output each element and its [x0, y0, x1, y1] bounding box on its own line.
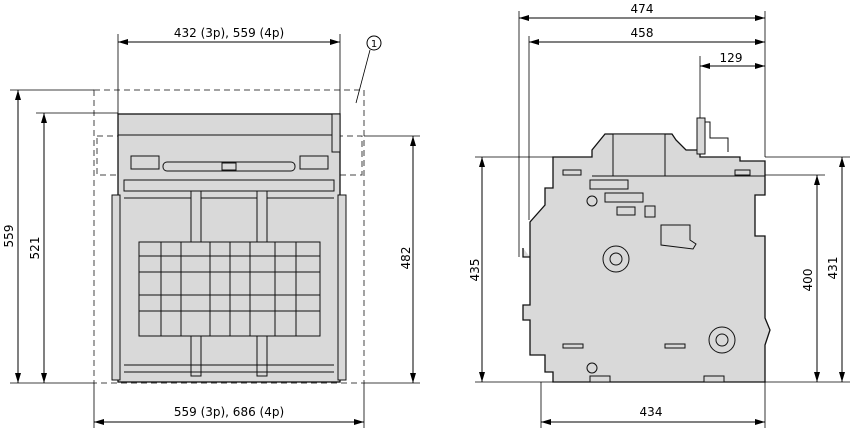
dim-label-top-width: 432 (3p), 559 (4p) — [174, 26, 284, 40]
dim-label-458: 458 — [631, 26, 654, 40]
dim-label-434: 434 — [640, 405, 663, 419]
dim-label-559: 559 — [2, 225, 16, 248]
breaker-front-body — [111, 113, 347, 383]
side-view: 474 458 129 435 400 431 434 — [468, 2, 850, 428]
dim-label-129: 129 — [720, 51, 743, 65]
callout-circle — [366, 35, 382, 51]
dim-label-400: 400 — [801, 269, 815, 292]
dim-label-bottom-width: 559 (3p), 686 (4p) — [174, 405, 284, 419]
callout-label: 1 — [371, 39, 377, 50]
outer-clearance-outline — [93, 89, 365, 384]
dim-label-474: 474 — [631, 2, 654, 16]
dim-label-435: 435 — [468, 259, 482, 282]
dim-label-431: 431 — [826, 257, 840, 280]
front-view: 432 (3p), 559 (4p) 1 559 521 482 559 (3p… — [2, 26, 420, 428]
breaker-side-body — [522, 117, 771, 383]
contact-grid — [138, 241, 321, 337]
dim-label-482: 482 — [399, 247, 413, 270]
dim-label-521: 521 — [28, 237, 42, 260]
